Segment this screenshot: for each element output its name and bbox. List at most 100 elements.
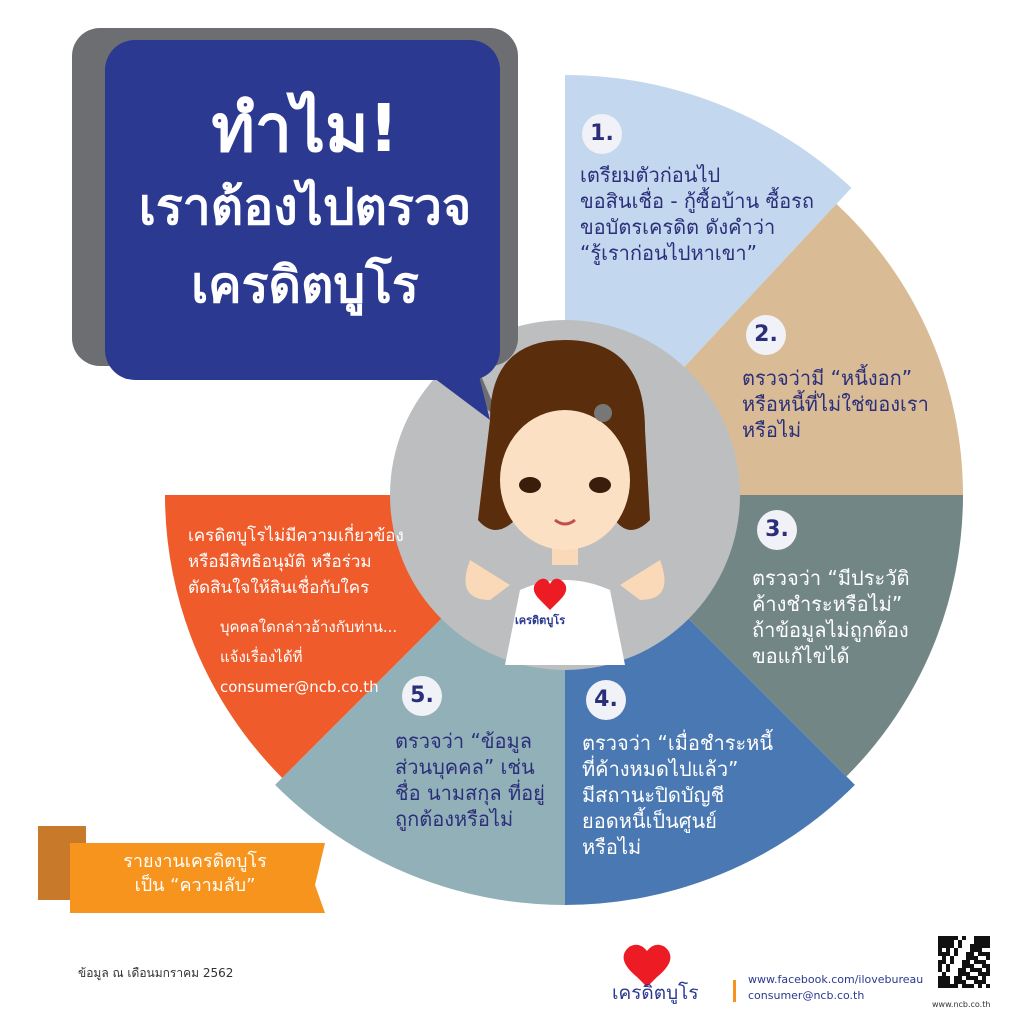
text-line: หรือหนี้ที่ไม่ใช่ของเรา [742,392,929,416]
qr-module [962,984,966,988]
qr-module [982,960,986,964]
qr-module [970,964,974,968]
footer-email-link[interactable]: consumer@ncb.co.th [748,989,865,1002]
qr-module [954,984,958,988]
qr-module [938,984,942,988]
footer-heart-icon [623,944,671,987]
qr-module [942,940,946,944]
qr-module [986,944,990,948]
step-number-4: 4. [586,680,626,720]
text-line: หรือมีสิทธิอนุมัติ หรือร่วม [188,552,372,572]
qr-module [950,960,954,964]
qr-module [982,944,986,948]
qr-module [986,964,990,968]
qr-module [986,984,990,988]
heart-icon [533,578,567,610]
qr-module [982,936,986,940]
qr-module [938,976,942,980]
text-line: บุคคลใดกล่าวอ้างกับท่าน... [220,618,398,636]
qr-module [942,976,946,980]
qr-module [986,952,990,956]
qr-module [946,976,950,980]
qr-module [958,968,962,972]
qr-module [978,948,982,952]
qr-module [974,976,978,980]
text-line: ขอบัตรเครดิต ดังคำว่า [580,215,776,239]
qr-module [986,968,990,972]
text-line: รายงานเครดิตบูโร [123,851,267,872]
qr-module [938,940,942,944]
qr-module [978,944,982,948]
qr-module [962,960,966,964]
text-line: ชื่อ นามสกุล ที่อยู่ [395,781,545,805]
qr-module [966,960,970,964]
qr-module [970,984,974,988]
qr-module [942,972,946,976]
qr-module [958,972,962,976]
speech-bubble [72,28,518,420]
facebook-link[interactable]: www.facebook.com/ilovebureau [748,973,924,986]
qr-module [978,960,982,964]
segment-seg3 [685,495,963,777]
qr-module [938,980,942,984]
title-line-3: เครดิตบูโร [191,256,419,314]
qr-module [938,948,942,952]
qr-module [974,936,978,940]
text-line: ตรวจว่า “เมื่อชำระหนี้ [582,731,774,755]
text-line: หรือไม่ [742,418,802,442]
qr-module [962,980,966,984]
qr-module [966,964,970,968]
ribbon [38,826,325,913]
shirt-text: เครดิตบูโร [515,614,566,627]
website-link[interactable]: www.ncb.co.th [932,1000,991,1009]
text-line: เป็น “ความลับ” [134,875,256,896]
qr-module [982,964,986,968]
step-2-text: ตรวจว่ามี “หนี้งอก” หรือหนี้ที่ไม่ใช่ของ… [742,365,929,443]
qr-module [970,944,974,948]
title-line-1: ทำไม! [211,90,399,167]
segment-seg5 [275,615,565,905]
qr-module [950,936,954,940]
page-title: ทำไม! เราต้องไปตรวจ เครดิตบูโร [110,90,500,324]
step-number-3: 3. [757,510,797,550]
qr-module [954,952,958,956]
qr-module [946,948,950,952]
qr-module [946,936,950,940]
step-4-text: ตรวจว่า “เมื่อชำระหนี้ ที่ค้างหมดไปแล้ว”… [582,730,773,860]
qr-module [958,944,962,948]
qr-module [950,940,954,944]
qr-module [978,984,982,988]
qr-module [946,940,950,944]
qr-module [974,960,978,964]
qr-module [970,976,974,980]
qr-module [982,980,986,984]
qr-module [942,952,946,956]
disclaimer-text: เครดิตบูโรไม่มีความเกี่ยวข้อง หรือมีสิทธ… [188,523,404,601]
qr-module [958,940,962,944]
text-line: ตัดสินใจให้สินเชื่อกับใคร [188,578,370,598]
qr-module [962,972,966,976]
qr-module [946,968,950,972]
disclaimer-contact: บุคคลใดกล่าวอ้างกับท่าน... แจ้งเรื่องได้… [220,612,397,702]
qr-module [982,940,986,944]
ribbon-text: รายงานเครดิตบูโร เป็น “ความลับ” [80,850,310,898]
qr-module [942,956,946,960]
qr-module [942,944,946,948]
qr-module [938,936,942,940]
qr-module [942,980,946,984]
text-line: ยอดหนี้เป็นศูนย์ [582,809,717,833]
text-line: ส่วนบุคคล” เช่น [395,755,535,779]
qr-module [958,980,962,984]
qr-module [946,964,950,968]
qr-module [954,980,958,984]
text-line: เครดิตบูโรไม่มีความเกี่ยวข้อง [188,526,404,546]
qr-module [938,952,942,956]
text-line: ที่ค้างหมดไปแล้ว” [582,757,739,781]
qr-module [978,968,982,972]
qr-module [938,964,942,968]
qr-module [974,944,978,948]
qr-module [982,976,986,980]
qr-module [974,968,978,972]
qr-module [974,980,978,984]
title-line-2: เราต้องไปตรวจ [138,178,472,236]
